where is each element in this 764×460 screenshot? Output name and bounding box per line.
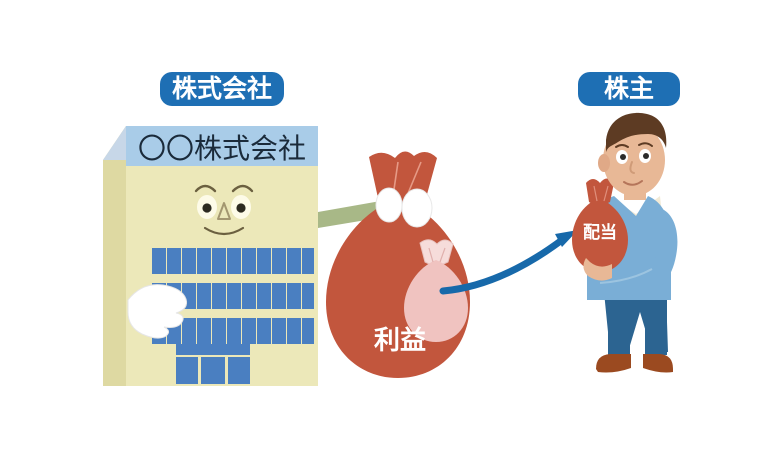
building-window bbox=[287, 283, 301, 309]
building-left-pupil bbox=[202, 203, 212, 213]
building-window bbox=[287, 248, 301, 274]
person-sleeve-crease bbox=[599, 268, 653, 284]
curved-arrow-icon bbox=[439, 230, 578, 295]
profit-bag-label: 利益 bbox=[374, 326, 426, 356]
money-bag-icon: 利益 bbox=[326, 151, 470, 378]
profit-bag-knot-left bbox=[375, 187, 403, 223]
inner-dividend-bag bbox=[404, 239, 468, 342]
dividend-bag-top bbox=[586, 178, 614, 205]
building-right-eyebrow bbox=[231, 184, 254, 193]
person-mouth bbox=[623, 180, 643, 186]
profit-bag-knot-right bbox=[401, 188, 433, 228]
person-right-arm bbox=[592, 208, 678, 296]
building-window bbox=[212, 283, 226, 309]
person-right-pupil bbox=[643, 153, 649, 159]
company-badge: 株式会社 bbox=[160, 72, 284, 106]
building-window bbox=[182, 318, 196, 344]
building-window bbox=[302, 248, 314, 274]
shareholder-badge-label: 株主 bbox=[604, 74, 654, 103]
building-window bbox=[257, 283, 271, 309]
building-hand-shape bbox=[127, 284, 187, 339]
building-sign-label: 〇〇株式会社 bbox=[138, 132, 306, 165]
building-left-eyebrow bbox=[194, 184, 217, 193]
building-window bbox=[242, 283, 256, 309]
office-building-icon: 〇〇株式会社 bbox=[103, 126, 390, 386]
building-window bbox=[302, 318, 314, 344]
building-entrance bbox=[176, 344, 250, 384]
building-window bbox=[227, 248, 241, 274]
building-right-arm bbox=[318, 200, 390, 228]
dividend-bag-held: 配当 bbox=[572, 178, 628, 272]
company-badge-pill bbox=[160, 72, 284, 106]
arrow-head bbox=[555, 230, 578, 247]
building-window bbox=[302, 283, 314, 309]
building-window bbox=[257, 318, 271, 344]
person-ear bbox=[598, 154, 610, 172]
person-left-eyebrow bbox=[615, 144, 629, 148]
entrance-door-right bbox=[228, 357, 250, 384]
company-badge-label: 株式会社 bbox=[172, 74, 272, 103]
building-window bbox=[182, 248, 196, 274]
building-window bbox=[272, 318, 286, 344]
shareholder-badge-pill bbox=[578, 72, 680, 106]
person-head bbox=[603, 124, 665, 196]
person-right-leg bbox=[645, 300, 667, 355]
building-window bbox=[242, 318, 256, 344]
building-window bbox=[272, 248, 286, 274]
arrow-shaft bbox=[439, 236, 566, 295]
shareholder-badge: 株主 bbox=[578, 72, 680, 106]
person-right-shoe bbox=[643, 354, 673, 373]
building-nose bbox=[217, 202, 231, 220]
person-right-eyebrow bbox=[638, 142, 653, 147]
dividend-bag-label: 配当 bbox=[583, 222, 617, 243]
building-window bbox=[227, 318, 241, 344]
building-right-arm-shape bbox=[318, 200, 390, 228]
person-left-shoe bbox=[596, 354, 631, 373]
building-side-panel bbox=[103, 126, 126, 386]
person-left-pupil bbox=[620, 154, 626, 160]
building-window bbox=[257, 248, 271, 274]
building-window bbox=[242, 248, 256, 274]
building-window bbox=[287, 318, 301, 344]
building-window bbox=[197, 283, 211, 309]
building-window bbox=[227, 283, 241, 309]
building-signboard bbox=[126, 126, 318, 166]
building-window bbox=[152, 248, 166, 274]
building-window-row-1 bbox=[152, 248, 314, 274]
inner-bag-crease-1 bbox=[428, 247, 434, 263]
building-window bbox=[272, 283, 286, 309]
building-window bbox=[212, 248, 226, 274]
dividend-bag-crease-2 bbox=[603, 185, 609, 202]
building-face bbox=[194, 184, 254, 236]
dividend-bag-crease-1 bbox=[593, 185, 598, 202]
building-window bbox=[167, 248, 181, 274]
entrance-door-center bbox=[201, 357, 225, 384]
person-shareholder-icon: 配当 bbox=[572, 112, 678, 373]
dividend-bag-body bbox=[572, 198, 628, 272]
entrance-header bbox=[176, 344, 250, 355]
building-window bbox=[212, 318, 226, 344]
inner-bag-body bbox=[404, 260, 468, 342]
building-window bbox=[197, 248, 211, 274]
entrance-door-left bbox=[176, 357, 198, 384]
person-nose bbox=[629, 161, 635, 174]
building-window bbox=[197, 318, 211, 344]
person-left-hand bbox=[583, 258, 612, 281]
inner-bag-crease-2 bbox=[439, 247, 446, 263]
person-left-leg bbox=[608, 300, 630, 355]
person-hair bbox=[606, 112, 667, 152]
building-mouth bbox=[203, 226, 245, 236]
building-left-hand bbox=[127, 284, 187, 339]
building-right-pupil bbox=[236, 203, 246, 213]
